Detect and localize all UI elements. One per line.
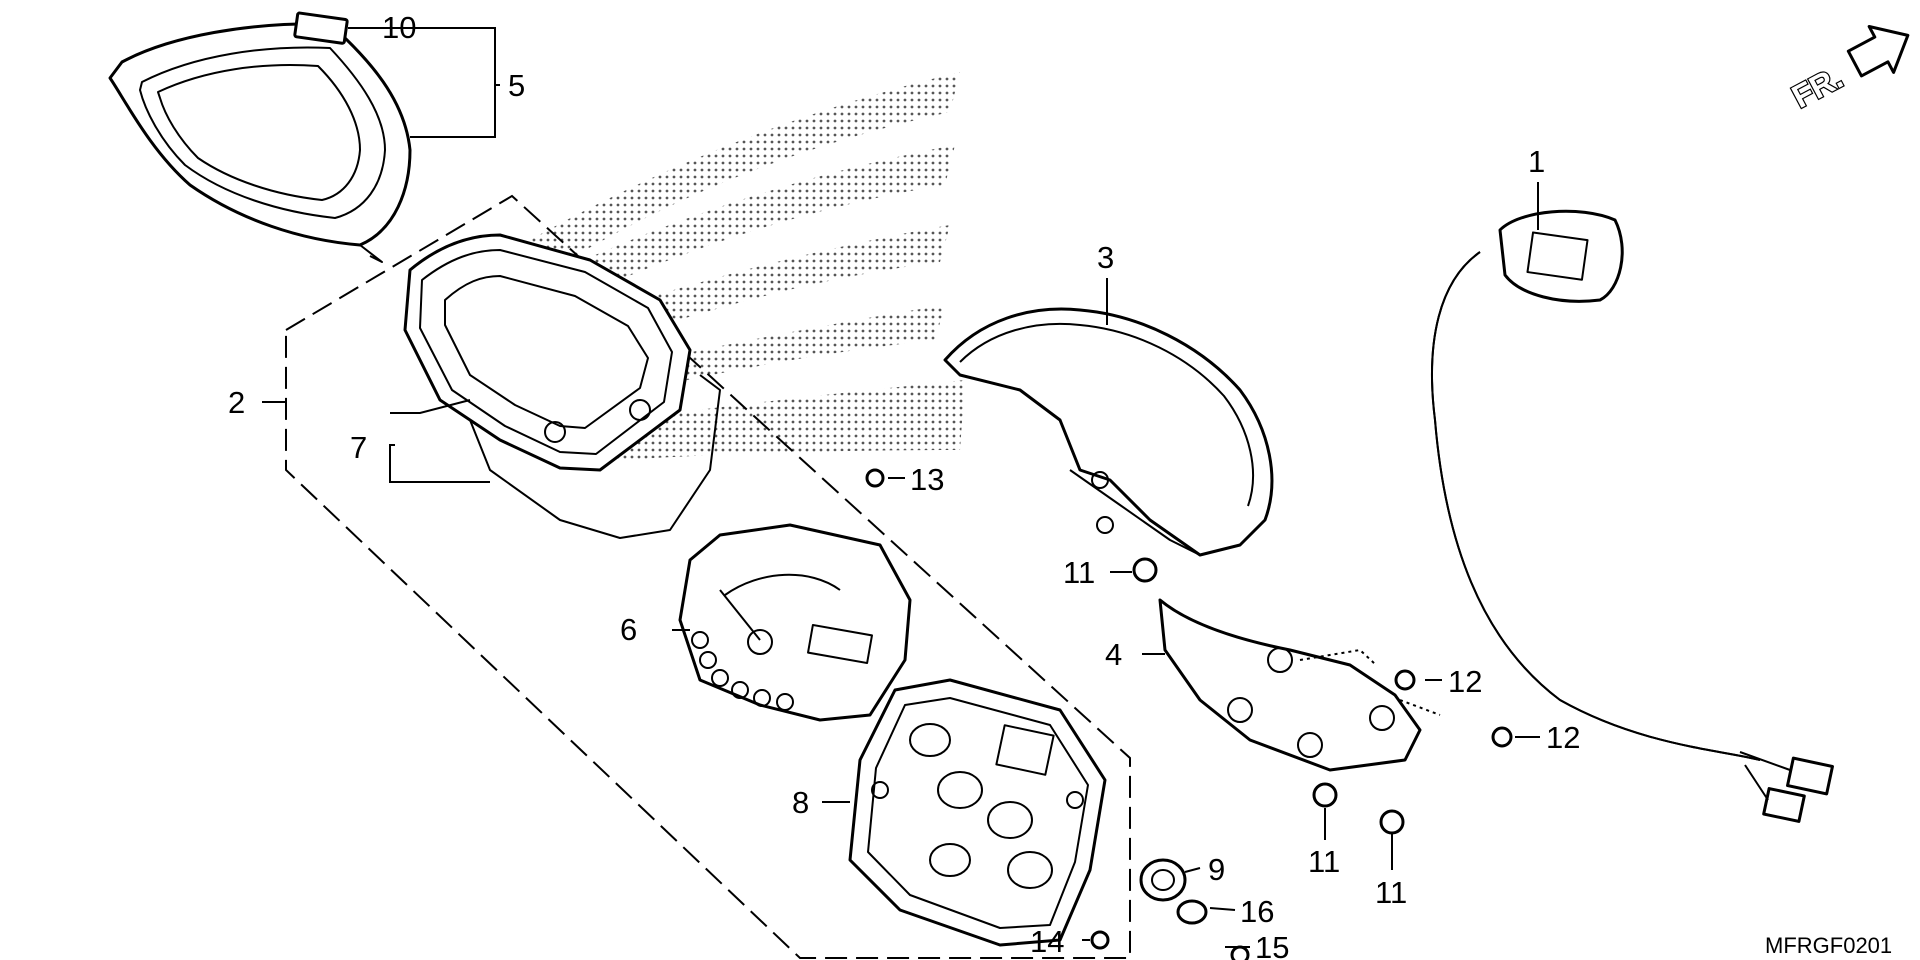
callout-14: 14: [1030, 924, 1064, 959]
callout-7: 7: [350, 430, 367, 465]
callout-2: 2: [228, 385, 245, 420]
part-meter-unit: [678, 523, 912, 722]
nut-11b: [1312, 782, 1338, 808]
screw-13: [865, 468, 885, 488]
callout-9: 9: [1208, 852, 1225, 887]
callout-12b: 12: [1546, 720, 1580, 755]
callout-8: 8: [792, 785, 809, 820]
callout-11b: 11: [1308, 844, 1340, 879]
callout-11a: 11: [1063, 555, 1095, 590]
wing-logo-watermark: [520, 72, 965, 462]
screw-12a: [1394, 669, 1416, 691]
part-upper-case: [403, 233, 721, 539]
callout-labels: 1 2 3 4 5 6 7 8 9 10 11 11 11 12 12 13 1…: [228, 10, 1580, 960]
screw-15: [1230, 945, 1250, 960]
nut-11c: [1379, 809, 1405, 835]
callout-15: 15: [1255, 930, 1289, 960]
assembly-outline-2: [285, 194, 1131, 959]
leader-lines: [262, 27, 1540, 948]
part-rear-cover: [943, 307, 1274, 557]
front-direction-arrow-icon: FR.: [1785, 24, 1910, 116]
callout-16: 16: [1240, 894, 1274, 929]
callout-11c: 11: [1375, 875, 1407, 910]
grommet-9: [1139, 858, 1187, 902]
callout-5: 5: [508, 68, 525, 103]
part-pad: [293, 11, 349, 45]
part-lower-case: [848, 678, 1107, 947]
collar-16: [1176, 899, 1208, 925]
screw-14: [1090, 930, 1110, 950]
diagram-code: MFRGF0201: [1765, 933, 1892, 958]
callout-6: 6: [620, 612, 637, 647]
callout-10: 10: [382, 10, 416, 45]
callout-12a: 12: [1448, 664, 1482, 699]
part-wire-harness: [1431, 209, 1834, 823]
callout-3: 3: [1097, 240, 1114, 275]
callout-4: 4: [1105, 637, 1122, 672]
hardware: [865, 468, 1513, 960]
callout-1: 1: [1528, 144, 1545, 179]
part-bracket: [1158, 598, 1422, 772]
part-visor: [108, 22, 412, 263]
svg-text:FR.: FR.: [1786, 59, 1848, 115]
nut-11a: [1132, 557, 1158, 583]
screw-12b: [1491, 726, 1513, 748]
callout-13: 13: [910, 462, 944, 497]
